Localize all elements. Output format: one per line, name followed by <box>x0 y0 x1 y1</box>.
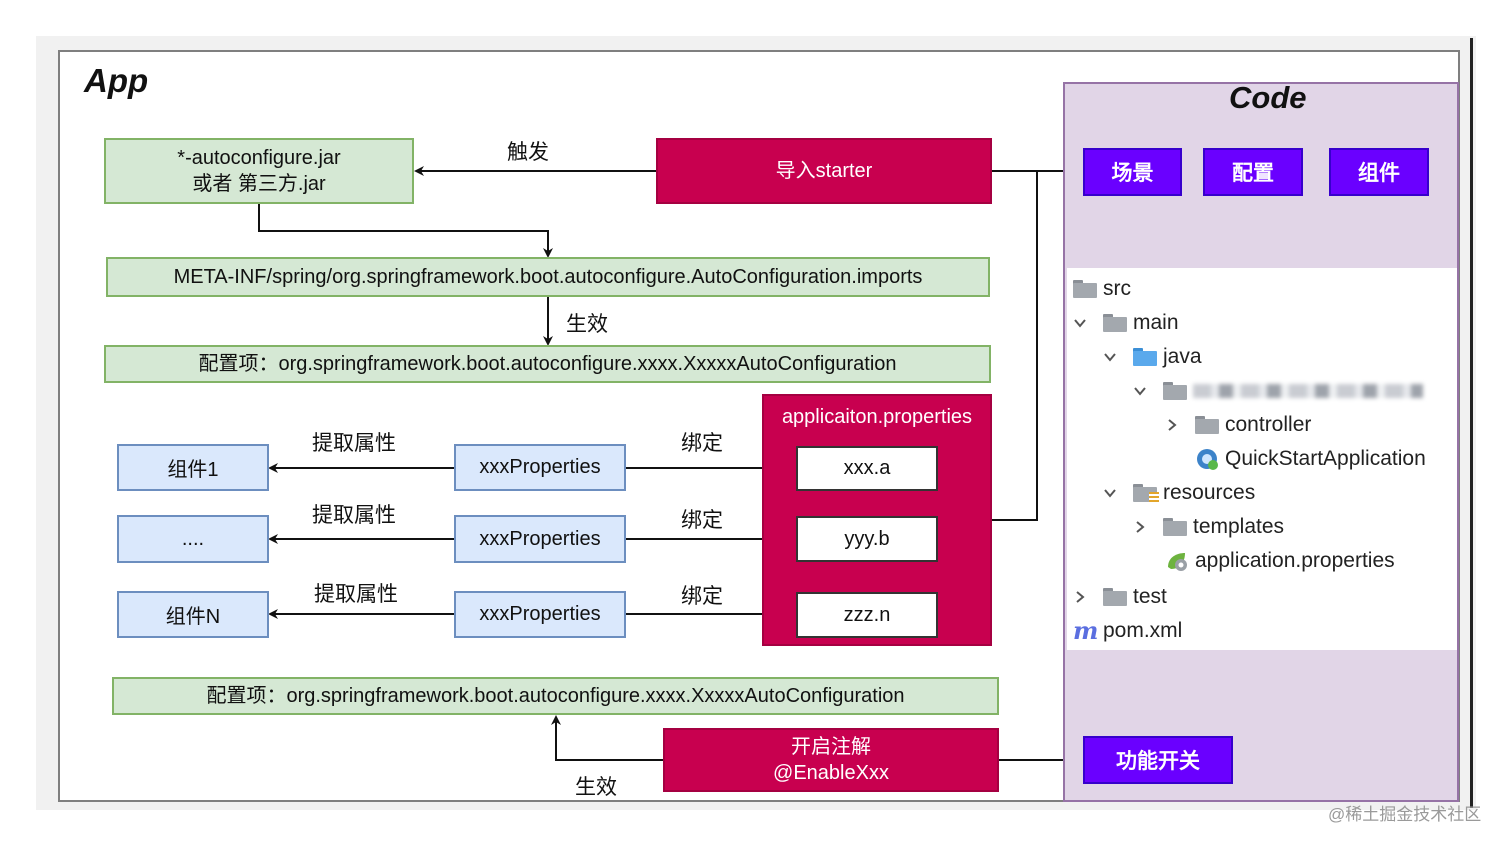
properties-class-box-3: xxxProperties <box>454 591 626 638</box>
tree-item-label: src <box>1103 277 1131 300</box>
tree-item-application-properties[interactable]: application.properties <box>1165 546 1395 576</box>
watermark: @稀土掘金技术社区 <box>1328 805 1482 824</box>
folder-icon <box>1103 314 1127 332</box>
chevron-right-icon[interactable] <box>1165 418 1179 432</box>
tree-item-controller[interactable]: controller <box>1165 410 1311 440</box>
tree-item-main[interactable]: main <box>1073 308 1179 338</box>
chevron-right-icon[interactable] <box>1073 590 1087 604</box>
chevron-down-icon[interactable] <box>1103 350 1117 364</box>
config-button: 配置 <box>1203 148 1303 196</box>
enable-box-line1: 开启注解 <box>790 736 871 758</box>
import-starter-box: 导入starter <box>656 138 992 204</box>
properties-to-code-line <box>992 171 1038 521</box>
tree-item-package[interactable] <box>1133 376 1423 406</box>
spring-properties-icon <box>1165 549 1189 573</box>
component-button: 组件 <box>1329 148 1429 196</box>
source-folder-icon <box>1133 348 1157 366</box>
tree-item-label: resources <box>1163 481 1256 504</box>
spring-class-icon <box>1195 447 1219 471</box>
bind-label-1: 绑定 <box>681 432 723 455</box>
autoconfigure-jar-box: *-autoconfigure.jar 或者 第三方.jar <box>104 138 414 204</box>
properties-class-box-1: xxxProperties <box>454 444 626 491</box>
tree-item-label: application.properties <box>1195 549 1395 572</box>
tree-item-label: pom.xml <box>1103 619 1183 642</box>
enable-annotation-box: 开启注解 @EnableXxx <box>663 728 999 792</box>
tree-item-quickstart-application[interactable]: QuickStartApplication <box>1195 444 1426 474</box>
jar-box-line2: 或者 第三方.jar <box>192 173 326 195</box>
property-key-1: xxx.a <box>796 446 938 491</box>
scene-button: 场景 <box>1083 148 1182 196</box>
chevron-down-icon[interactable] <box>1103 486 1117 500</box>
properties-panel-title: applicaiton.properties <box>781 406 973 428</box>
chevron-down-icon[interactable] <box>1133 384 1147 398</box>
jar-to-imports-arrow <box>258 204 553 258</box>
imports-file-box: META-INF/spring/org.springframework.boot… <box>106 257 990 297</box>
tree-item-src[interactable]: src <box>1073 274 1131 304</box>
tree-item-label: java <box>1163 345 1202 368</box>
effect-label: 生效 <box>566 313 608 336</box>
extract-label-2: 提取属性 <box>312 504 396 527</box>
tree-item-label: controller <box>1225 413 1312 436</box>
folder-icon <box>1073 280 1097 298</box>
project-tree: src main java controller QuickStartAppli… <box>1067 268 1457 650</box>
tree-item-label: test <box>1133 585 1167 608</box>
redacted-package-name <box>1193 384 1423 398</box>
tree-item-templates[interactable]: templates <box>1133 512 1284 542</box>
package-icon <box>1163 382 1187 400</box>
tree-item-label: templates <box>1193 515 1285 538</box>
maven-icon: m <box>1073 616 1099 645</box>
property-key-2: yyy.b <box>796 516 938 562</box>
bind-label-3: 绑定 <box>681 585 723 608</box>
app-title: App <box>84 62 149 99</box>
tree-item-pom-xml[interactable]: m pom.xml <box>1073 616 1182 646</box>
resources-folder-icon <box>1133 484 1159 502</box>
config-item-box: 配置项：org.springframework.boot.autoconfigu… <box>104 345 991 383</box>
chevron-right-icon[interactable] <box>1133 520 1147 534</box>
jar-box-line1: *-autoconfigure.jar <box>177 147 341 169</box>
enable-effect-arrow <box>551 715 664 761</box>
bind-label-2: 绑定 <box>681 509 723 532</box>
tree-item-java[interactable]: java <box>1103 342 1202 372</box>
property-key-3: zzz.n <box>796 592 938 638</box>
trigger-label: 触发 <box>507 141 549 164</box>
chevron-down-icon[interactable] <box>1073 316 1087 330</box>
tree-item-resources[interactable]: resources <box>1103 478 1255 508</box>
package-icon <box>1195 416 1219 434</box>
tree-item-label: QuickStartApplication <box>1225 447 1426 470</box>
extract-label-1: 提取属性 <box>312 432 396 455</box>
tree-item-test[interactable]: test <box>1073 582 1167 612</box>
frame-edge-line <box>1470 38 1473 808</box>
folder-icon <box>1163 518 1187 536</box>
enable-box-line2: @EnableXxx <box>773 762 889 784</box>
config-item-box-2: 配置项：org.springframework.boot.autoconfigu… <box>112 677 999 715</box>
component-box-1: 组件1 <box>117 444 269 491</box>
code-title: Code <box>1229 80 1307 115</box>
feature-switch-button: 功能开关 <box>1083 736 1233 784</box>
properties-class-box-2: xxxProperties <box>454 515 626 563</box>
folder-icon <box>1103 588 1127 606</box>
tree-item-label: main <box>1133 311 1179 334</box>
extract-label-3: 提取属性 <box>314 583 398 606</box>
component-box-2: .... <box>117 515 269 563</box>
component-box-n: 组件N <box>117 591 269 638</box>
svg-text:m: m <box>1073 619 1098 643</box>
effect-label-2: 生效 <box>575 776 617 799</box>
